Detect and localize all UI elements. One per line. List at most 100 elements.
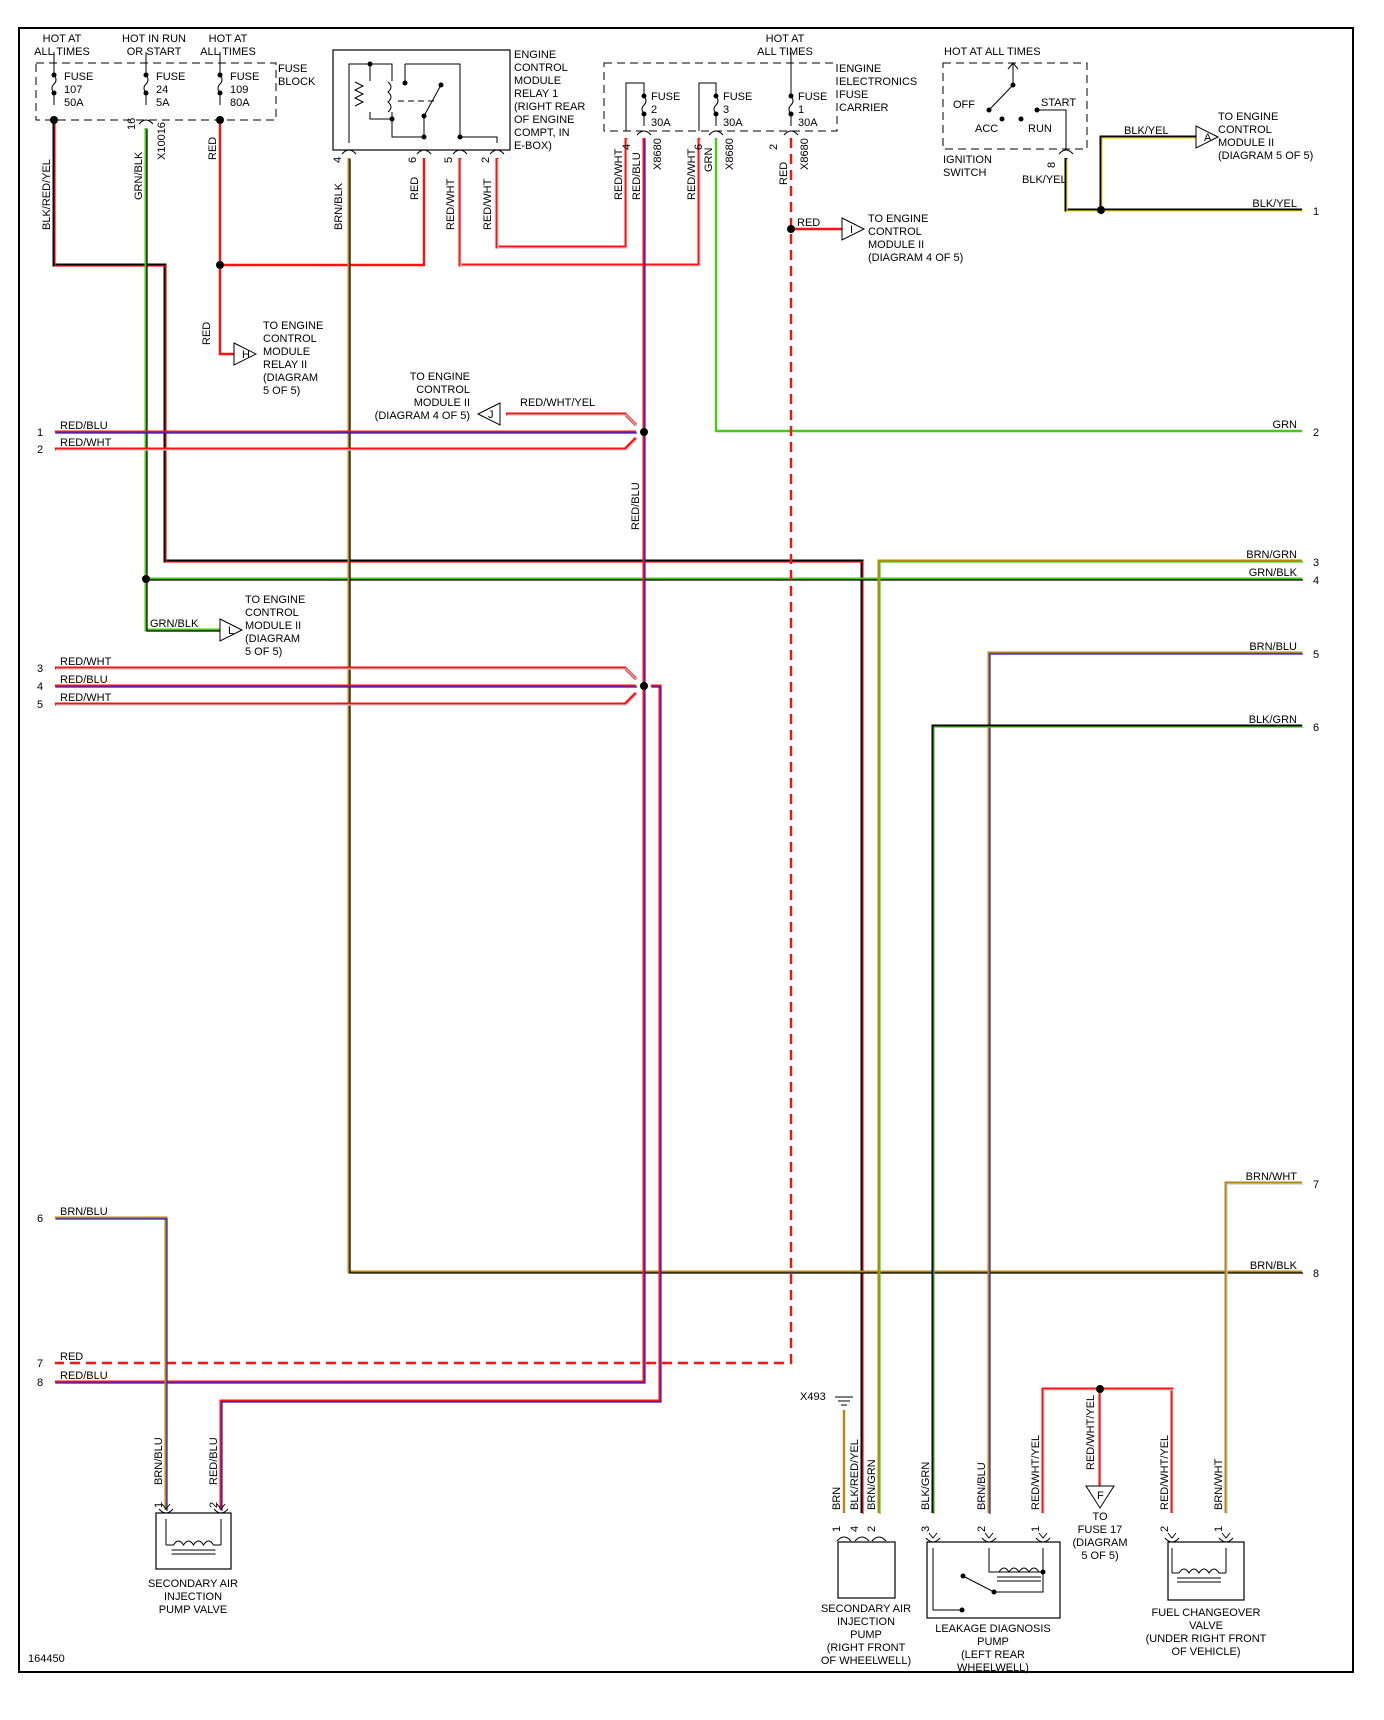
- wire-number: 6: [1313, 722, 1319, 734]
- wire-label: GRN/BLK: [133, 151, 145, 200]
- fuse-element: [51, 74, 57, 94]
- wire-label: BRN/BLU: [153, 1437, 165, 1485]
- relay-node: [421, 134, 427, 140]
- hot-status-label: OR START: [127, 46, 182, 58]
- switch-contact: [986, 107, 992, 113]
- switch-contact: [999, 116, 1005, 122]
- wire-label: RED/BLU: [60, 674, 108, 686]
- component-label: INJECTION: [164, 1591, 222, 1603]
- wire-number: 4: [37, 681, 43, 693]
- wire-label: BLK/GRN: [1249, 714, 1297, 726]
- pin-arrow-icon: [216, 1503, 226, 1510]
- relay-node: [389, 116, 395, 122]
- wire-number: 2: [37, 444, 43, 456]
- reference-letter: J: [488, 409, 494, 421]
- wire-relay5: [458, 138, 701, 267]
- pin-number: 2: [208, 1502, 220, 1508]
- fuse-feed: [698, 82, 717, 131]
- wire-stripe: [56, 693, 638, 706]
- wire-label: RED/WHT/YEL: [1085, 1395, 1097, 1470]
- wire-stripe: [349, 159, 1303, 1274]
- wire-stripe: [221, 686, 662, 1511]
- wire-left-2: [55, 436, 638, 451]
- fuse-icon: [641, 84, 647, 126]
- relay-label: COMPT, IN: [514, 127, 570, 139]
- connector-pin-icon: [981, 1537, 997, 1543]
- wire-label: BRN: [831, 1487, 843, 1510]
- fuse-rating-label: 3: [723, 104, 729, 116]
- splice-dot: [640, 682, 648, 690]
- wire-label: GRN/BLK: [1249, 567, 1298, 579]
- coil-core: [1177, 1577, 1221, 1583]
- component-label: INJECTION: [837, 1616, 895, 1628]
- splice-dot: [640, 428, 648, 436]
- component-label: SECONDARY AIR: [821, 1603, 911, 1615]
- splice-dot: [787, 225, 795, 233]
- fuse-rating-label: FUSE: [798, 91, 827, 103]
- wire-number: 3: [1313, 557, 1319, 569]
- wire-label: RED/WHT: [60, 437, 112, 449]
- reference-label: MODULE: [263, 346, 310, 358]
- wire-base: [52, 120, 864, 1513]
- reference-label: TO: [1092, 1511, 1108, 1523]
- component-label: PUMP VALVE: [159, 1604, 227, 1616]
- wire-stripe: [497, 139, 628, 249]
- relay-wire: [460, 136, 498, 143]
- reference-label: TO ENGINE: [263, 320, 323, 332]
- reference-label: TO ENGINE: [410, 371, 470, 383]
- coil-icon: [1172, 1568, 1226, 1583]
- hot-status-label: HOT AT ALL TIMES: [944, 46, 1041, 58]
- fuse-block-box: [35, 62, 277, 121]
- wire-brn-blk: [347, 158, 1303, 1274]
- wire-label: GRN: [1273, 419, 1298, 431]
- fuse-icon: [217, 63, 223, 105]
- pin-number: 4: [621, 144, 633, 150]
- wire-left-4: [55, 684, 637, 688]
- wire-blk-red-yel: [52, 120, 864, 1514]
- wire-left-5: [55, 691, 638, 706]
- wire-base: [458, 138, 701, 267]
- fuse-rating-label: 109: [230, 84, 248, 96]
- connector-pin-icon: [138, 119, 154, 125]
- wire-number: 3: [37, 663, 43, 675]
- splice-dot: [216, 261, 224, 269]
- pin-number: 1: [153, 1502, 165, 1508]
- fuse-rating-label: 1: [798, 104, 804, 116]
- reference-label: (DIAGRAM: [245, 633, 300, 645]
- wire-right-3: [877, 559, 1303, 1514]
- pin-arrow-icon: [1167, 1532, 1177, 1539]
- wire-stripe: [1043, 1389, 1174, 1514]
- reference-arrow-i-icon: [841, 217, 866, 241]
- wire-base: [144, 128, 220, 632]
- connector-pin-icon: [341, 149, 357, 155]
- wire-base: [55, 138, 646, 1384]
- fuse-carrier-label: ELECTRONICS: [839, 76, 917, 88]
- wire-label: RED/WHT/YEL: [1030, 1435, 1042, 1510]
- start-contact-line: [1037, 109, 1067, 149]
- wire-stripe: [879, 561, 1303, 1514]
- relay-label: OF ENGINE: [514, 114, 575, 126]
- fuse-rating-label: FUSE: [723, 91, 752, 103]
- pin-arrow-icon: [1221, 1532, 1231, 1539]
- wire-base: [506, 412, 638, 427]
- wire-label: GRN/BLK: [150, 618, 199, 630]
- wire-label: RED/BLU: [631, 152, 643, 200]
- wire-label: RED/WHT/YEL: [1159, 1435, 1171, 1510]
- fuel-changeover-valve-box: [1167, 1541, 1245, 1601]
- relay-label: MODULE: [514, 75, 561, 87]
- reference-letter: F: [1097, 1490, 1104, 1502]
- wire-label: RED/BLU: [60, 1370, 108, 1382]
- reference-label: CONTROL: [1218, 124, 1272, 136]
- switch-contact: [1010, 82, 1016, 88]
- switch-contact: [991, 1589, 997, 1595]
- hot-status-label: HOT AT: [766, 33, 805, 45]
- reference-label: (DIAGRAM 5 OF 5): [1218, 150, 1313, 162]
- component-label: FUEL CHANGEOVER: [1151, 1607, 1260, 1619]
- wire-red-h: [218, 120, 234, 356]
- switch-contact: [959, 1607, 965, 1613]
- component-label: (LEFT REAR: [961, 1649, 1025, 1661]
- pin-number: 2: [1159, 1526, 1171, 1532]
- wire-label: BRN/GRN: [1246, 549, 1297, 561]
- wire-blk-yel-a: [1099, 135, 1197, 211]
- wire-label: BRN/WHT: [1213, 1458, 1225, 1510]
